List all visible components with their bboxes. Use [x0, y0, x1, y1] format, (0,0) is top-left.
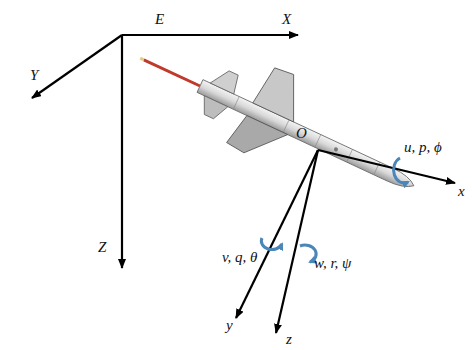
axis-label: x: [458, 184, 465, 199]
axis-label: Z: [98, 240, 106, 255]
frame-origin-label: E: [155, 12, 164, 27]
frame-origin-label: O: [296, 126, 307, 141]
motion-variables: v, q, θ: [222, 250, 257, 265]
axis-label: y: [226, 318, 233, 333]
axis-label: Y: [30, 68, 38, 83]
motion-variables: u, p, ϕ: [404, 140, 442, 155]
axis-label: z: [286, 332, 292, 347]
motion-variables: w, r, ψ: [314, 256, 351, 271]
axis-label: X: [282, 12, 291, 27]
